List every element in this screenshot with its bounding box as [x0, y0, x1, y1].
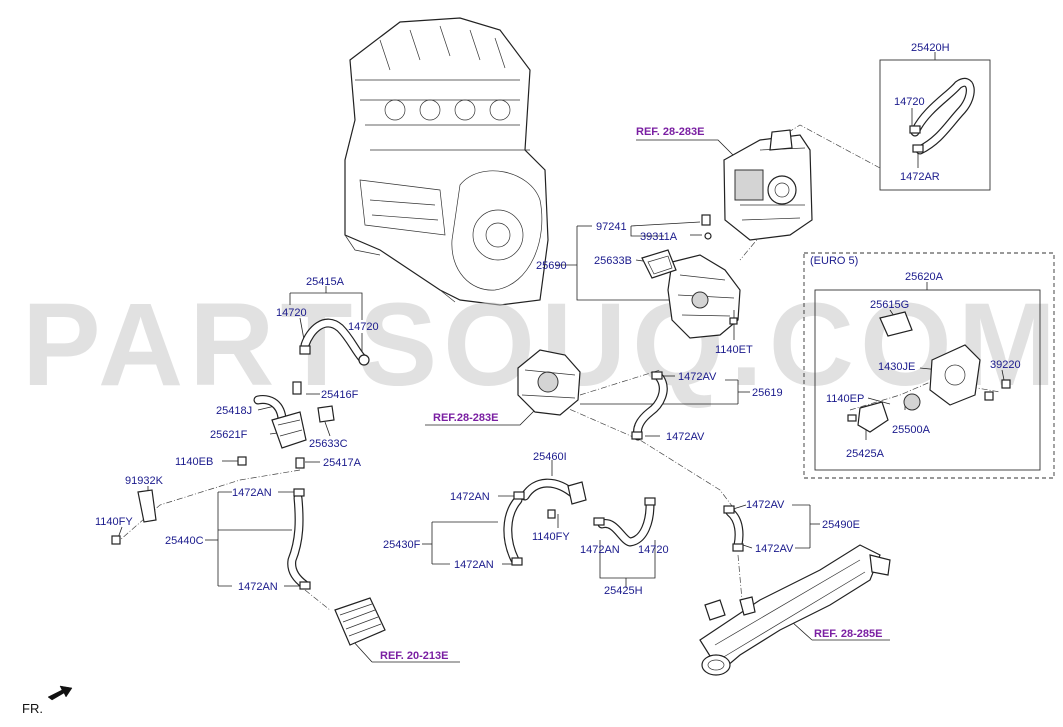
part-label[interactable]: 14720: [894, 96, 925, 108]
part-label[interactable]: 25416F: [321, 389, 359, 401]
part-label[interactable]: 1472AV: [678, 371, 717, 383]
part-label[interactable]: 1472AN: [454, 559, 494, 571]
part-label[interactable]: 14720: [276, 307, 307, 319]
coolant-pipe: [699, 544, 891, 676]
part-label[interactable]: 25425A: [846, 448, 885, 460]
part-label[interactable]: 1472AN: [580, 544, 620, 556]
leader-lines: [117, 52, 1055, 663]
part-label[interactable]: 1140FY: [532, 531, 570, 543]
water-pump-housing: [517, 349, 581, 416]
part-label[interactable]: 1140EB: [175, 456, 213, 468]
hose-25440c: [287, 488, 311, 590]
part-label[interactable]: 25425H: [604, 585, 643, 597]
part-labels: 25420H 14720 1472AR 97241 39311A 25633B …: [95, 42, 1021, 597]
fr-arrow-icon: [47, 685, 73, 701]
ref-link[interactable]: REF. 28-283E: [636, 126, 704, 138]
part-label[interactable]: 25690: [536, 260, 567, 272]
part-label[interactable]: 25490E: [822, 519, 860, 531]
part-label[interactable]: 39311A: [640, 231, 678, 243]
hose-25420h: [909, 78, 975, 155]
part-label[interactable]: 39220: [990, 359, 1021, 371]
part-label[interactable]: 1472AV: [755, 543, 794, 555]
part-label[interactable]: 1472AV: [666, 431, 705, 443]
part-label[interactable]: 25633C: [309, 438, 348, 450]
part-label[interactable]: 25418J: [216, 405, 252, 417]
part-label[interactable]: 97241: [596, 221, 627, 233]
oil-cooler: [334, 597, 386, 646]
part-label[interactable]: 25440C: [165, 535, 204, 547]
hose-25430f: [503, 478, 587, 566]
part-label[interactable]: 1472AV: [746, 499, 785, 511]
thermostat-housing: [641, 214, 741, 339]
part-label[interactable]: 25500A: [892, 424, 931, 436]
ref-link[interactable]: REF.28-283E: [433, 412, 498, 424]
ref-link[interactable]: REF. 28-285E: [814, 628, 882, 640]
euro-label: (EURO 5): [810, 255, 858, 267]
part-label[interactable]: 1472AR: [900, 171, 940, 183]
part-label[interactable]: 1472AN: [232, 487, 272, 499]
ref-link[interactable]: REF. 20-213E: [380, 650, 448, 662]
part-label[interactable]: 1472AN: [450, 491, 490, 503]
part-label[interactable]: 1140FY: [95, 516, 133, 528]
hose-25415a: [299, 318, 370, 366]
hose-25425h: [593, 497, 656, 547]
part-label[interactable]: 1140ET: [715, 344, 753, 356]
part-label[interactable]: 1140EP: [826, 393, 864, 405]
part-label[interactable]: 25420H: [911, 42, 950, 54]
part-label[interactable]: 14720: [348, 321, 379, 333]
part-label[interactable]: 25621F: [210, 429, 248, 441]
part-label[interactable]: 25417A: [323, 457, 362, 469]
egr-cooler-housing: [723, 129, 813, 241]
part-label[interactable]: 1472AN: [238, 581, 278, 593]
part-label[interactable]: 14720: [638, 544, 669, 556]
part-label[interactable]: 25460I: [533, 451, 567, 463]
front-direction-label: FR.: [22, 701, 43, 716]
hose-25490e: [723, 505, 744, 552]
part-label[interactable]: 25633B: [594, 255, 632, 267]
coolant-fitting: [111, 381, 335, 545]
part-label[interactable]: 25415A: [306, 276, 345, 288]
part-label[interactable]: 25620A: [905, 271, 944, 283]
engine-block-drawing: [344, 17, 549, 306]
part-label[interactable]: 25615G: [870, 299, 909, 311]
part-label[interactable]: 1430JE: [878, 361, 915, 373]
euro5-thermostat-parts: [847, 311, 1011, 433]
reference-labels: REF. 28-283E REF.28-283E REF. 20-213E RE…: [380, 126, 882, 662]
hose-25619: [631, 371, 668, 441]
part-label[interactable]: 25619: [752, 387, 783, 399]
part-label[interactable]: 25430F: [383, 539, 421, 551]
part-label[interactable]: 91932K: [125, 475, 164, 487]
